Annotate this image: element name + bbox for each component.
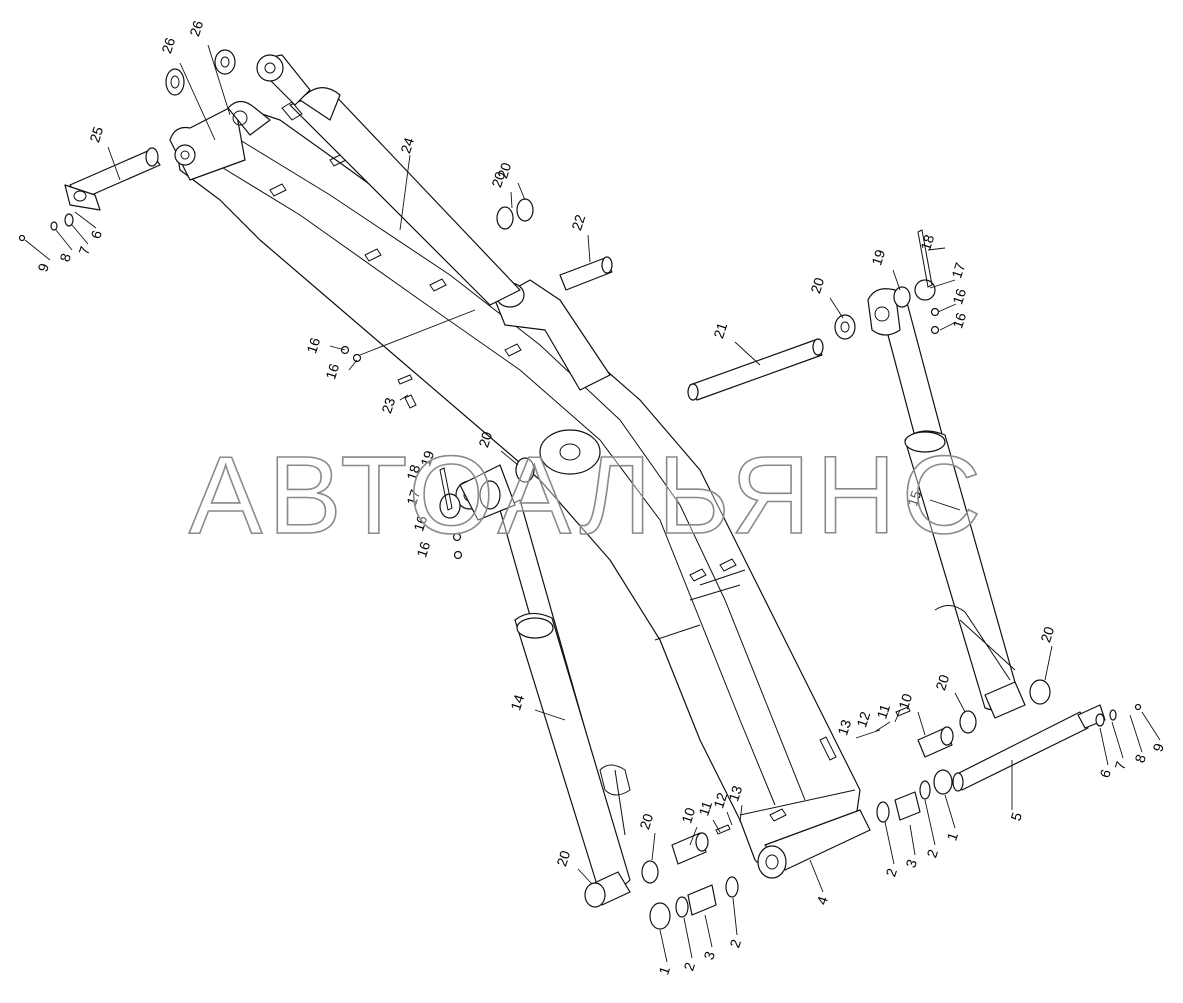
callout-labels: 2626252420202218191720161621161623678920… xyxy=(34,18,1167,976)
callout-16d: 16 xyxy=(322,361,342,381)
callout-8a: 8 xyxy=(56,251,74,264)
washers-and-bushes xyxy=(18,49,1142,930)
callout-20g: 20 xyxy=(636,811,656,831)
callout-16a: 16 xyxy=(949,286,969,306)
callout-8b: 8 xyxy=(1131,752,1149,765)
callout-22: 22 xyxy=(568,212,588,232)
callout-17b: 17 xyxy=(403,487,423,507)
callout-16b: 16 xyxy=(949,310,969,330)
leader-lines xyxy=(24,44,1161,963)
callout-18b: 18 xyxy=(403,462,423,482)
callout-1b: 1 xyxy=(655,964,673,977)
callout-25: 25 xyxy=(86,124,106,144)
callout-20h: 20 xyxy=(553,848,573,868)
pin-25 xyxy=(64,147,161,211)
callout-23: 23 xyxy=(378,395,398,415)
callout-4: 4 xyxy=(813,894,831,907)
watermark-text: АВТОАЛЬЯНС xyxy=(189,434,987,557)
callout-5: 5 xyxy=(1007,810,1025,823)
boom-cylinder-bracket xyxy=(494,279,611,391)
boom-cylinder-left xyxy=(455,464,631,906)
pin-21 xyxy=(687,338,824,401)
callout-13b: 13 xyxy=(725,783,745,803)
callout-20e: 20 xyxy=(1037,624,1057,644)
arm-cylinder xyxy=(256,54,521,306)
callout-6a: 6 xyxy=(87,228,105,241)
callout-16c: 16 xyxy=(303,335,323,355)
callout-2a: 2 xyxy=(923,847,941,860)
callout-13a: 13 xyxy=(834,717,854,737)
callout-19a: 19 xyxy=(868,247,888,267)
callout-6b: 6 xyxy=(1096,767,1114,780)
callout-26a: 26 xyxy=(158,35,178,55)
callout-3b: 3 xyxy=(700,949,718,962)
callout-1a: 1 xyxy=(943,830,961,843)
callout-12b: 12 xyxy=(710,790,730,810)
callout-2b: 2 xyxy=(882,866,900,879)
callout-15: 15 xyxy=(904,488,924,508)
callout-3a: 3 xyxy=(902,857,920,870)
callout-10b: 10 xyxy=(678,805,698,825)
callout-17a: 17 xyxy=(948,260,968,280)
pin-10-left xyxy=(671,832,709,865)
callout-9b: 9 xyxy=(1149,741,1167,754)
callout-9a: 9 xyxy=(34,261,52,274)
callout-16f: 16 xyxy=(413,539,433,559)
callout-18a: 18 xyxy=(917,232,937,252)
boom-center-boss xyxy=(539,429,601,475)
callout-12a: 12 xyxy=(853,709,873,729)
boom-body xyxy=(169,100,871,879)
callout-7a: 7 xyxy=(75,244,93,257)
pin-22 xyxy=(559,256,613,291)
callout-7b: 7 xyxy=(1111,759,1129,772)
callout-20c: 20 xyxy=(807,275,827,295)
callout-19b: 19 xyxy=(417,448,437,468)
callout-10a: 10 xyxy=(895,691,915,711)
callout-20a: 20 xyxy=(488,169,508,189)
callout-2c: 2 xyxy=(680,960,698,973)
callout-20d: 20 xyxy=(475,429,495,449)
callout-14: 14 xyxy=(507,692,527,712)
callout-11a: 11 xyxy=(873,702,893,721)
pin-10-right xyxy=(917,726,954,758)
callout-26b: 26 xyxy=(186,18,206,38)
callout-24: 24 xyxy=(397,135,417,155)
callout-20b: 20 xyxy=(494,160,514,180)
callout-2d: 2 xyxy=(726,937,744,950)
callout-20f: 20 xyxy=(932,672,952,692)
callout-11b: 11 xyxy=(695,799,715,818)
callout-16e: 16 xyxy=(410,513,430,533)
callout-21: 21 xyxy=(710,320,730,340)
